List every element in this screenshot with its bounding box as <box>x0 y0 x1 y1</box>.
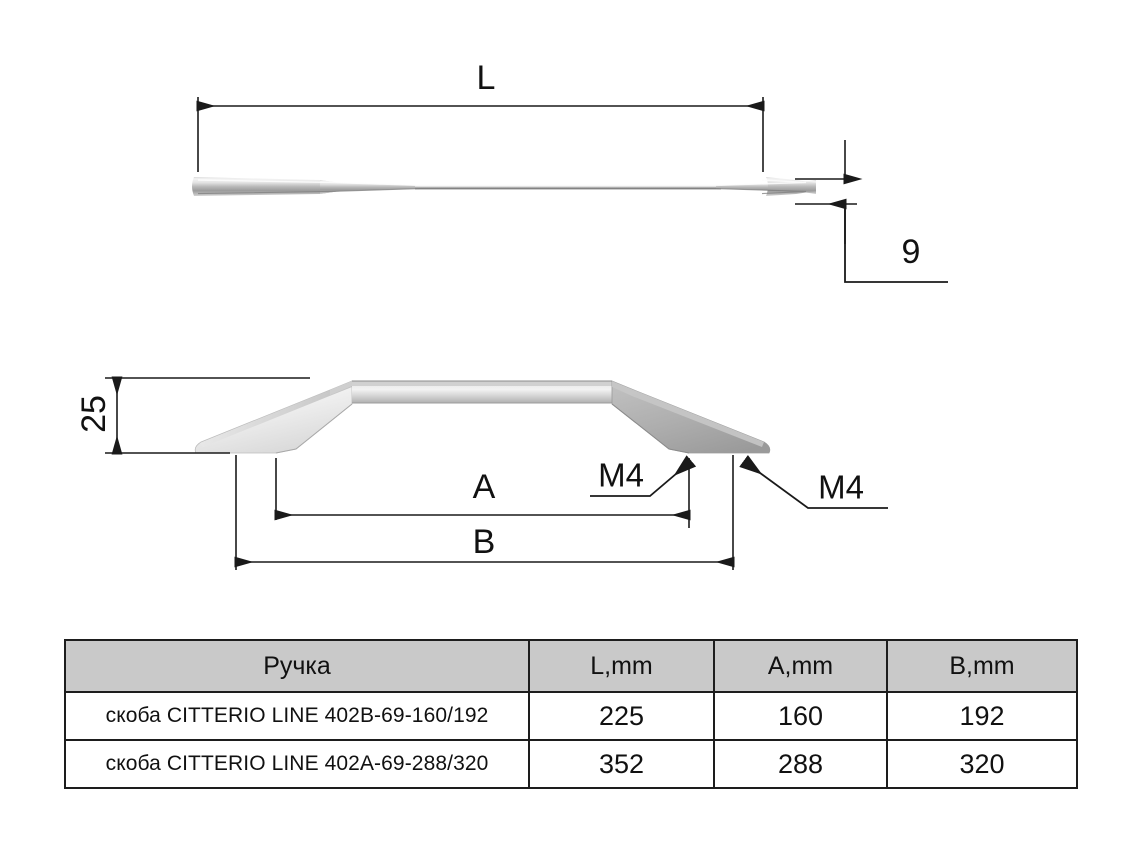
dim-L-label: L <box>477 59 496 97</box>
handle-shadow <box>197 188 807 195</box>
table-header: Ручка L,mm A,mm B,mm <box>64 639 1078 693</box>
view-top-handle <box>192 177 816 196</box>
specification-table: Ручка L,mm A,mm B,mm скоба CITTERIO LINE… <box>64 639 1078 789</box>
table-body: скоба CITTERIO LINE 402B-69-160/192 225 … <box>64 691 1078 789</box>
table-row: скоба CITTERIO LINE 402A-69-288/320 352 … <box>64 739 1078 789</box>
callout-m4-left-leader <box>590 455 697 497</box>
table-row: скоба CITTERIO LINE 402B-69-160/192 225 … <box>64 691 1078 741</box>
side-left-leg-bevel <box>200 381 352 447</box>
dim-25-label: 25 <box>75 395 113 433</box>
cell-l-value: 352 <box>528 739 715 789</box>
dim-A-label: A <box>473 468 496 506</box>
callout-m4-right: M4 <box>739 454 888 509</box>
callout-m4-right-label: M4 <box>818 469 864 506</box>
cell-a-value: 160 <box>713 691 888 741</box>
cell-product-name: скоба CITTERIO LINE 402A-69-288/320 <box>64 739 530 789</box>
dimension-thickness-9: 9 <box>795 140 948 283</box>
side-left-inner-edge <box>275 403 353 454</box>
handle-highlight <box>197 179 807 187</box>
table-header-row: Ручка L,mm A,mm B,mm <box>64 639 1078 693</box>
cell-b-value: 320 <box>886 739 1078 789</box>
view-side-handle <box>194 380 771 454</box>
callout-m4-left-label: M4 <box>598 457 644 494</box>
col-header-a: A,mm <box>713 639 888 693</box>
cell-l-value: 225 <box>528 691 715 741</box>
col-header-name: Ручка <box>64 639 530 693</box>
dimension-height-25: 25 <box>75 376 310 455</box>
dim-9-leader <box>844 204 948 283</box>
dimension-L: L <box>196 59 765 172</box>
side-right-inner-edge <box>611 403 690 454</box>
side-top-bar <box>352 381 612 403</box>
cell-a-value: 288 <box>713 739 888 789</box>
dim-9-label: 9 <box>902 233 921 271</box>
col-header-l: L,mm <box>528 639 715 693</box>
specification-table-container: Ручка L,mm A,mm B,mm скоба CITTERIO LINE… <box>64 639 1078 789</box>
col-header-b: B,mm <box>886 639 1078 693</box>
callout-m4-left: M4 <box>590 455 697 497</box>
side-top-crown <box>330 381 634 395</box>
callout-m4-right-leader <box>739 454 888 509</box>
cell-b-value: 192 <box>886 691 1078 741</box>
handle-center-bar <box>415 185 721 190</box>
dimension-B: B <box>234 455 735 570</box>
dim-B-label: B <box>473 523 496 561</box>
cell-product-name: скоба CITTERIO LINE 402B-69-160/192 <box>64 691 530 741</box>
side-right-leg-bevel <box>612 381 764 447</box>
